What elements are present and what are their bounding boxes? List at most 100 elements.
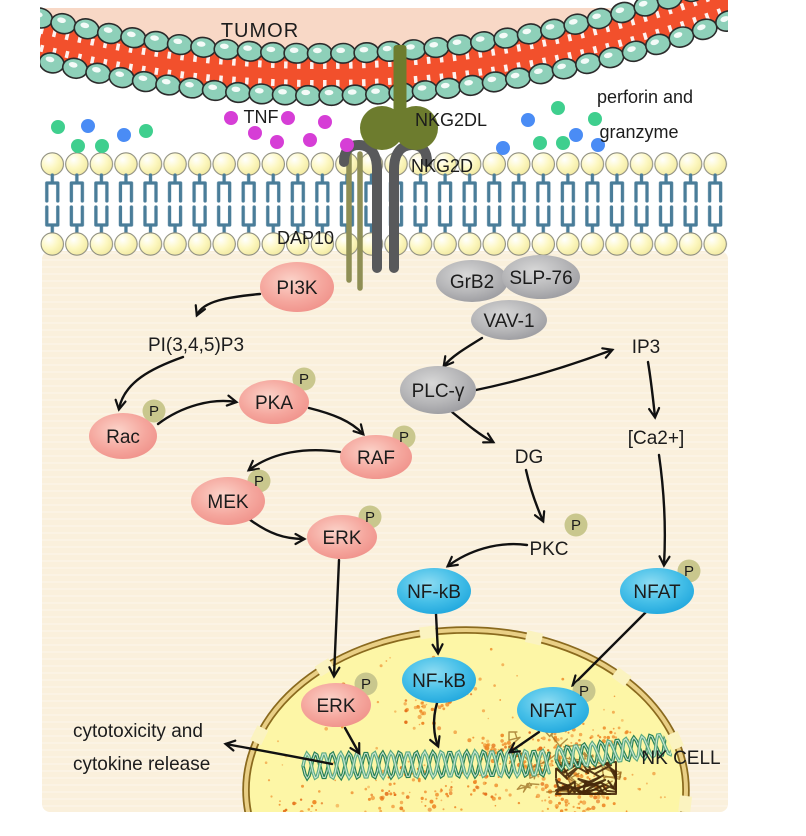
tnf-dot [281,111,295,125]
molecule-pi3k: PI3K [260,262,334,312]
phospho-label: P [579,683,589,700]
tumor-cytoplasm [40,0,728,51]
tumor-membrane-oval [680,0,706,3]
phospho-badge [564,513,588,537]
arrow-nuclear-erk-to-dna [343,726,361,756]
tumor-membrane-oval [330,42,357,64]
dg-label: DG [515,447,544,468]
perforin-label-line2: granzyme [599,122,678,142]
molecule-rac: Rac P [89,399,166,459]
phospho-label: P [399,429,409,446]
arrow-pi3k-to-pip3 [194,292,262,318]
granzyme-dot [71,139,85,153]
arrow-dg-to-pkc [524,468,546,524]
tumor-membrane-oval [166,33,194,56]
erk-label: ERK [322,528,361,549]
arrow-nfat-to-nuclear-nfat [571,610,648,687]
nkg2dl-lobe-left [360,106,404,150]
slp76-label: SLP-76 [509,268,572,289]
plcg-label: PLC-γ [412,381,465,402]
secreted-molecule-dots [51,101,605,155]
tumor-membrane-oval [306,42,334,65]
arrow-nuclear-nfkb-to-dna [429,701,441,749]
mek-label: MEK [207,492,249,513]
molecule-nfat: NFAT P [620,559,701,614]
tumor-membrane-oval [586,7,613,30]
tumor-membrane-oval [271,84,299,106]
tumor-membrane-band [40,0,728,94]
arrow-pip3-to-rac [114,355,185,412]
tumor-membrane-oval [516,23,543,45]
arrow-ip3-to-calcium [646,360,661,420]
molecule-raf: RAF P [340,425,416,479]
vav1-label: VAV-1 [483,311,534,332]
receptor-complex [339,45,438,291]
molecule-erk-nuclear: ERK P [301,672,378,727]
tumor-membrane-oval [656,0,683,10]
calcium-label: [Ca2+] [628,428,685,449]
phospho-label: P [254,473,264,490]
granzyme-dot [551,101,565,115]
tumor-membrane-oval [621,40,648,63]
tumor-membrane-oval [248,83,275,105]
nfat-label: NFAT [633,582,681,603]
tnf-dot [270,135,284,149]
tumor-membrane-oval [715,10,728,32]
tnf-dot [318,115,332,129]
phospho-label: P [361,676,371,693]
tumor-membrane-oval [318,84,345,107]
arrow-raf-to-mek [246,449,342,472]
nkg2dl-lobe-right [394,106,438,150]
pip3-label: PI(3,4,5)P3 [148,335,244,356]
nkg2dl-label: NKG2DL [415,110,487,130]
pathway-arrows [114,292,671,766]
tnf-dot [248,126,262,140]
output-label-line1: cytotoxicity and [73,721,203,742]
tumor-membrane-ovals [40,0,728,107]
arrow-rac-to-pka [156,394,239,426]
tumor-membrane-oval [61,57,89,80]
tumor-membrane-oval [353,41,380,64]
nkg2d-label: NKG2D [411,156,473,176]
tumor-membrane-oval [155,74,182,96]
nfat-nuclear-label: NFAT [529,701,577,722]
nuclear-pore [249,816,254,831]
pkc-label: PKC [529,539,568,560]
dap10-label: DAP10 [277,228,334,248]
nkg2d-receptor-left-arm [339,139,382,273]
molecule-pka: PKA P [239,367,316,424]
molecule-erk: ERK P [307,505,382,559]
granzyme-dot [533,136,547,150]
tumor-membrane-oval [108,66,135,89]
molecules: PI3K Rac P PKA P RAF P MEK P [89,255,701,733]
tumor-membrane-oval [283,42,310,64]
nk-cell-label: NK CELL [641,748,720,769]
tnf-dot [303,133,317,147]
nfkb-label: NF-kB [407,582,461,603]
tumor-label: TUMOR [221,20,299,42]
tumor-membrane-oval [458,74,485,97]
grb2-label: GrB2 [450,272,494,293]
tumor-membrane-oval [481,71,508,93]
arrow-plcg-to-dg [450,410,496,444]
tumor-membrane-oval [644,33,672,56]
arrow-plcg-to-ip3 [474,347,615,392]
tumor-membrane-oval [691,18,718,41]
arrow-erk-to-nuclear-erk [328,558,341,679]
nuclear-pores [249,625,693,831]
nuclear-pore [250,725,269,746]
tumor-membrane-oval [528,62,555,85]
perforin-dot [569,128,583,142]
nuclear-pore [419,625,437,640]
perforin-dot [496,141,510,155]
tumor-membrane-oval [120,27,147,49]
molecule-nfkb: NF-kB [397,568,471,614]
arrow-pka-to-raf [307,406,365,437]
nucleus-envelope-inner [244,628,688,812]
tumor-membrane-oval [295,84,322,107]
nkg2dl-stem [393,45,407,130]
phospho-label: P [149,403,159,420]
phospho-label: P [365,509,375,526]
